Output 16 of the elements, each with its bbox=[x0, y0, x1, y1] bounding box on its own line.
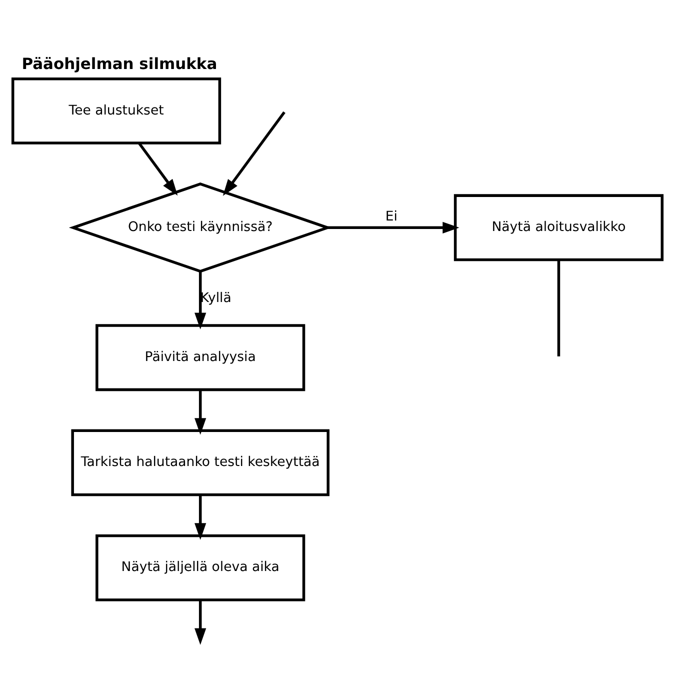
arrow bbox=[222, 111, 286, 196]
arrow bbox=[194, 600, 206, 645]
edge-label: Kyllä bbox=[200, 290, 232, 306]
edge-label: Ei bbox=[385, 210, 398, 225]
node-box: Näytä jäljellä oleva aika bbox=[96, 534, 306, 602]
arrow bbox=[328, 222, 460, 234]
arrow bbox=[138, 142, 178, 196]
arrow bbox=[194, 272, 206, 330]
diagram-title: Pääohjelman silmukka bbox=[22, 55, 218, 74]
node-box: Tee alustukset bbox=[11, 77, 222, 144]
connector bbox=[557, 260, 560, 356]
node-box: Näytä aloitusvalikko bbox=[454, 194, 664, 262]
arrow bbox=[194, 494, 206, 540]
node-box: Tarkista halutaanko testi keskeyttää bbox=[71, 429, 330, 496]
arrow bbox=[194, 390, 206, 435]
node-box: Päivitä analyysia bbox=[96, 324, 306, 392]
